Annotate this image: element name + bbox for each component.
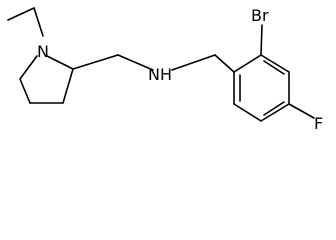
- ethyl-group: [7, 7, 44, 37]
- linker-chain: [72, 54, 235, 73]
- ring-double-bond-a: [263, 60, 285, 75]
- bond-ethyl-ch2: [33, 7, 44, 37]
- pyrrolidine-ring: [19, 55, 74, 104]
- benzene-ring: [233, 54, 290, 122]
- ring-bond-5: [233, 103, 262, 122]
- bond-to-bromine: [260, 24, 263, 56]
- ring-bond-2: [260, 54, 290, 73]
- bond-c4-c5: [19, 78, 31, 104]
- bond-c2-ch2: [72, 54, 119, 70]
- chemical-structure: N NH Br F: [7, 6, 323, 133]
- atom-label-nitrogen-amine: NH: [148, 65, 172, 84]
- bond-nh-ch2: [171, 54, 216, 71]
- bond-c2-c3: [62, 68, 74, 104]
- bond-ch2-aryl: [214, 54, 235, 73]
- atom-label-fluorine: F: [314, 114, 323, 133]
- bond-ch2-nh: [117, 54, 154, 71]
- bond-n-c2: [46, 55, 74, 70]
- bond-ethyl-ch3: [7, 7, 35, 21]
- ring-bond-1: [233, 54, 262, 73]
- ring-bond-4: [260, 103, 290, 122]
- ring-double-bond-b: [263, 101, 285, 116]
- bond-to-fluorine: [288, 103, 315, 119]
- atom-label-bromine: Br: [251, 6, 269, 25]
- bond-c5-n: [19, 55, 38, 80]
- substituent-bonds: [260, 24, 315, 119]
- atom-label-nitrogen-ring: N: [37, 42, 49, 61]
